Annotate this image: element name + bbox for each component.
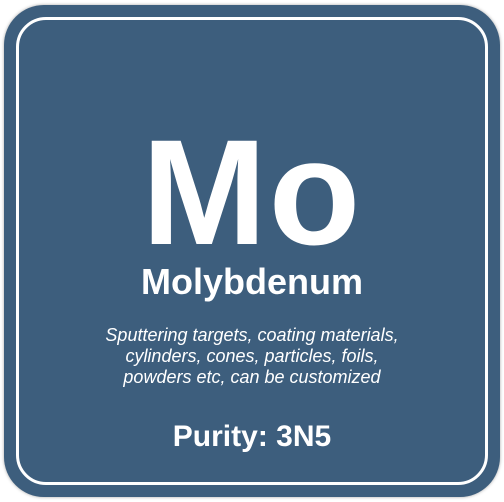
description-line: Sputtering targets, coating materials, — [105, 325, 399, 345]
description-line: powders etc, can be customized — [123, 367, 381, 387]
element-description: Sputtering targets, coating materials, c… — [24, 325, 480, 388]
purity-label: Purity: 3N5 — [172, 420, 332, 453]
description-line: cylinders, cones, particles, foils, — [125, 346, 379, 366]
element-symbol: Mo — [141, 108, 363, 276]
tile-inner-border — [16, 17, 488, 485]
element-name: Molybdenum — [141, 261, 363, 302]
element-tile: Mo Molybdenum Sputtering targets, coatin… — [4, 5, 500, 497]
